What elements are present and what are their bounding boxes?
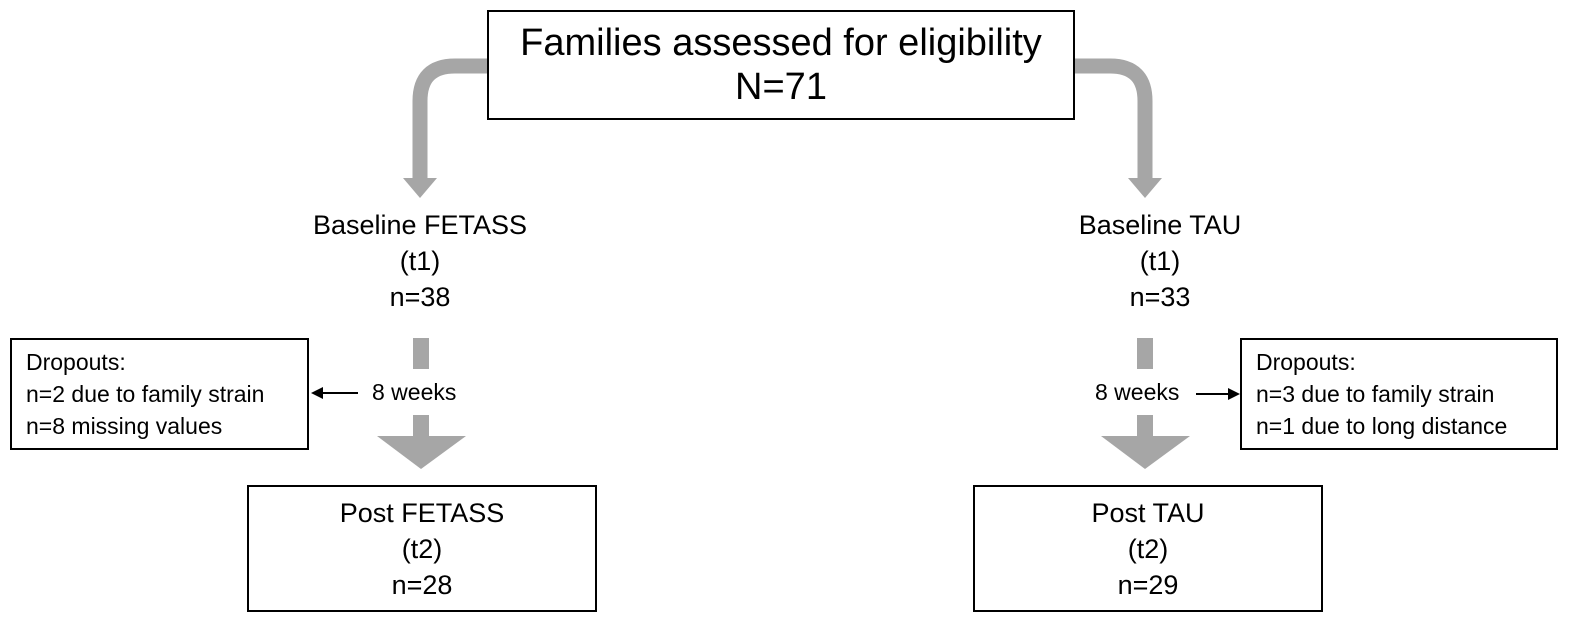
dropouts-tau-item: n=1 due to long distance — [1256, 413, 1508, 439]
post-tau-count: n=29 — [1117, 569, 1179, 600]
baseline-fetass-title: Baseline FETASS — [312, 210, 528, 240]
dropouts-fetass-item: n=2 due to family strain — [26, 381, 265, 407]
baseline-tau-time: (t1) — [1139, 246, 1181, 276]
arrowhead-baseline-fetass — [403, 178, 437, 198]
dropouts-fetass-item: n=8 missing values — [26, 413, 223, 439]
baseline-fetass-time: (t1) — [399, 246, 441, 276]
baseline-fetass-count: n=38 — [389, 282, 451, 312]
post-tau-time: (t2) — [1127, 533, 1169, 564]
connector-fetass-lower — [413, 415, 429, 437]
connector-to-baseline-fetass — [412, 58, 487, 180]
eligibility-count: N=71 — [735, 66, 827, 108]
connector-to-baseline-tau — [1075, 58, 1153, 180]
dropouts-tau-title: Dropouts: — [1256, 349, 1356, 375]
connector-tau-lower — [1137, 415, 1153, 437]
connector-fetass-upper — [413, 338, 429, 369]
baseline-tau-title: Baseline TAU — [1078, 210, 1242, 240]
arrowhead-baseline-tau — [1128, 178, 1162, 198]
arrowhead-post-fetass — [377, 436, 466, 469]
post-fetass-count: n=28 — [391, 569, 453, 600]
eligibility-box: Families assessed for eligibility N=71 — [487, 10, 1075, 120]
dropout-pointer-fetass-head — [311, 387, 323, 399]
baseline-fetass-node: Baseline FETASS (t1) n=38 — [260, 207, 580, 315]
dropout-pointer-tau-head — [1228, 388, 1240, 400]
fetass-interval-label: 8 weeks — [368, 376, 461, 408]
post-tau-title: Post TAU — [1091, 497, 1205, 528]
post-fetass-box: Post FETASS (t2) n=28 — [247, 485, 597, 612]
dropouts-fetass-box: Dropouts: n=2 due to family strain n=8 m… — [10, 338, 309, 450]
dropouts-tau-item: n=3 due to family strain — [1256, 381, 1495, 407]
dropouts-tau-box: Dropouts: n=3 due to family strain n=1 d… — [1240, 338, 1558, 450]
baseline-tau-count: n=33 — [1129, 282, 1191, 312]
baseline-tau-node: Baseline TAU (t1) n=33 — [1000, 207, 1320, 315]
post-fetass-time: (t2) — [401, 533, 443, 564]
post-tau-box: Post TAU (t2) n=29 — [973, 485, 1323, 612]
dropouts-fetass-title: Dropouts: — [26, 349, 126, 375]
connector-tau-upper — [1137, 338, 1153, 369]
post-fetass-title: Post FETASS — [339, 497, 505, 528]
arrowhead-post-tau — [1101, 436, 1190, 469]
eligibility-title: Families assessed for eligibility — [520, 22, 1042, 64]
tau-interval-label: 8 weeks — [1091, 376, 1184, 408]
